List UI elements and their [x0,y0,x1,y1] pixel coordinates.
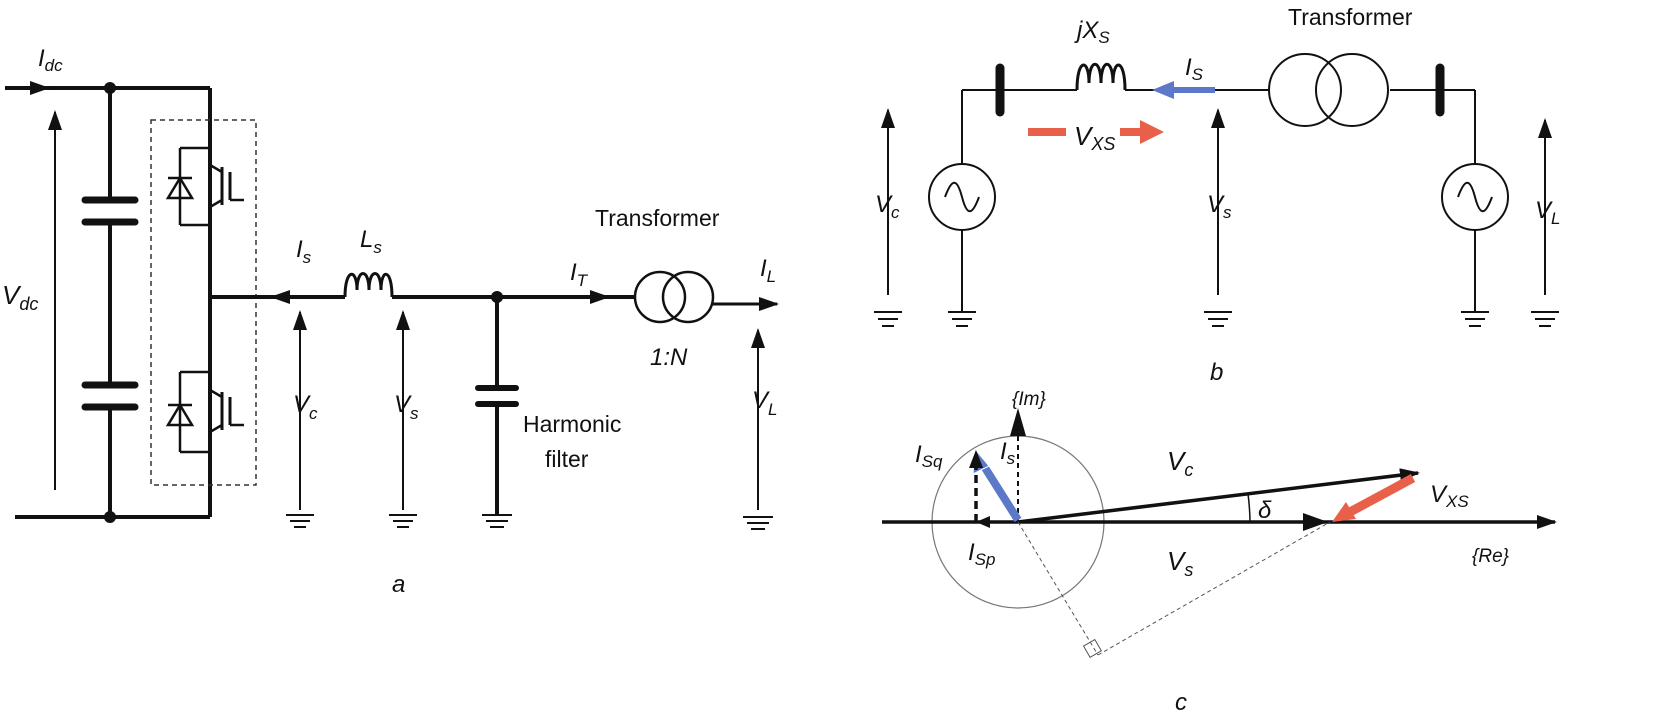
right-angle-marker [1082,638,1103,658]
label-re-axis: {Re} [1472,546,1510,567]
label-vs-c: Vs [1167,546,1193,580]
igbt-top [178,146,244,227]
harmonic-filter-capacitor [475,297,519,515]
is-arrowhead-b [1152,81,1174,99]
inductor-jxs [1075,62,1127,91]
label-isp: ISp [968,539,995,569]
vxs-phasor-head [1332,502,1356,522]
vc-phasor [1017,468,1420,524]
igbt-bottom [178,370,244,454]
label-vc-a: Vc [293,391,318,423]
panel-b-wires [961,89,1476,312]
dc-capacitor-bottom [81,381,139,411]
diode-top [165,175,195,200]
ground-symbols-b [874,311,1559,327]
label-il: IL [760,255,776,286]
vxs-arrow-b [1028,120,1164,144]
label-vc-c: Vc [1167,446,1193,480]
dc-capacitor-top [81,196,139,226]
vs-arrowhead-c [1303,513,1328,531]
label-idc: Idc [38,45,63,75]
label-vl-b: VL [1535,197,1560,228]
label-filter-line2: filter [545,446,589,472]
label-delta: δ [1258,497,1272,524]
label-it: IT [570,259,589,290]
label-filter-line1: Harmonic [523,411,621,437]
ground-symbols-a [286,514,773,530]
dc-nodes [104,82,116,523]
label-vdc: Vdc [2,280,38,314]
label-im-axis: {Im} [1012,389,1046,410]
label-is-b: IS [1185,54,1204,84]
converter-box [150,119,257,486]
inductor-ls [343,272,394,298]
panel-b: jXS IS VXS Vc Vs VL Transformer b [874,4,1560,386]
diode-bottom [165,402,195,427]
panel-c: {Im} {Re} ISq Is ISp Vc Vs VXS δ c [882,389,1557,716]
label-ls: Ls [360,226,382,257]
label-vs-b: Vs [1207,191,1232,222]
vxs-phasor [1347,474,1416,516]
label-vc-b: Vc [875,191,900,222]
label-transformer-a: Transformer [595,205,720,231]
source-vl [1441,163,1509,231]
isp-component-head [976,516,990,528]
panel-b-busbars [995,63,1445,117]
transformer-a [633,270,715,324]
caption-a: a [392,571,405,598]
label-is-c: Is [1000,438,1016,468]
label-vxs-c: VXS [1430,481,1469,511]
label-vl-a: VL [752,387,777,419]
caption-c: c [1175,689,1187,716]
transformer-b [1268,53,1389,127]
label-isq: ISq [915,441,943,471]
is-phasor [978,460,1022,523]
delta-arc [1247,493,1251,523]
construction-lines [1017,521,1331,656]
label-is-a: Is [296,236,312,267]
isq-component-head [969,450,983,468]
label-turns-ratio: 1:N [650,344,688,371]
imaginary-axis-head [1010,408,1026,436]
label-vxs-b: VXS [1074,121,1115,154]
label-jxs: jXS [1074,17,1110,47]
label-transformer-b: Transformer [1288,4,1413,30]
source-vc [928,163,996,231]
caption-b: b [1210,359,1223,386]
panel-a: Idc Vdc Is Ls Vc Vs IT IL VL Transformer… [2,45,779,598]
label-vs-a: Vs [394,391,419,423]
